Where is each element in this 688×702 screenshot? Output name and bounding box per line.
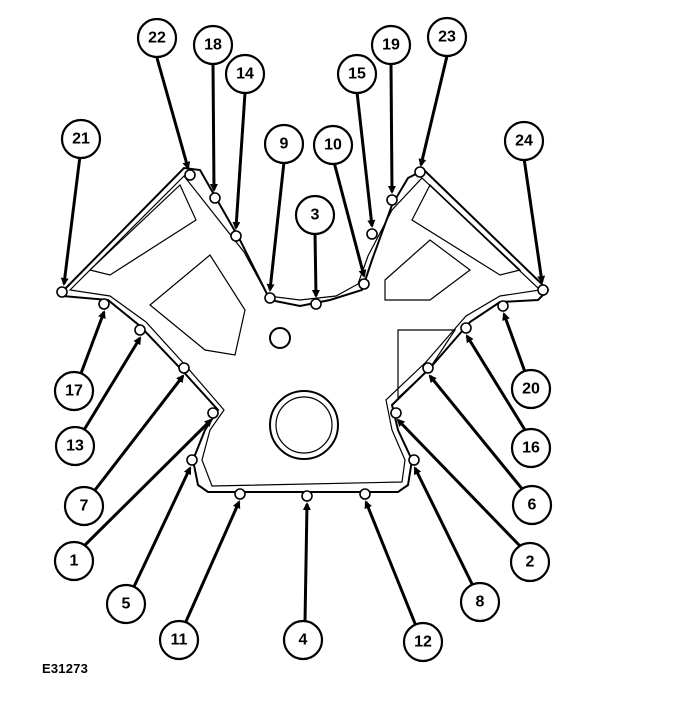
callout-15-label: 15 bbox=[348, 66, 366, 83]
callout-7-label: 7 bbox=[80, 498, 89, 515]
callout-16-label: 16 bbox=[522, 440, 540, 457]
callout-21: 21 bbox=[60, 118, 102, 160]
callout-15: 15 bbox=[336, 53, 378, 95]
callout-4: 4 bbox=[282, 619, 324, 661]
callout-19: 19 bbox=[370, 24, 412, 66]
callout-14-label: 14 bbox=[236, 66, 254, 83]
callout-6: 6 bbox=[511, 484, 553, 526]
callout-14: 14 bbox=[224, 53, 266, 95]
callout-8: 8 bbox=[459, 581, 501, 623]
callout-2-label: 2 bbox=[526, 554, 535, 571]
callout-2: 2 bbox=[509, 541, 551, 583]
callout-1-label: 1 bbox=[70, 553, 79, 570]
callout-12-label: 12 bbox=[414, 634, 432, 651]
callout-1: 1 bbox=[53, 540, 95, 582]
callout-17-label: 17 bbox=[65, 383, 83, 400]
callout-11: 11 bbox=[158, 619, 200, 661]
bolt-locations bbox=[56, 166, 549, 502]
callout-20-label: 20 bbox=[522, 381, 540, 398]
callout-19-label: 19 bbox=[382, 37, 400, 54]
callout-3: 3 bbox=[294, 194, 336, 236]
callout-13: 13 bbox=[54, 425, 96, 467]
callout-9-label: 9 bbox=[280, 136, 289, 153]
callout-24-label: 24 bbox=[515, 133, 533, 150]
callout-23-label: 23 bbox=[438, 29, 456, 46]
callout-9: 9 bbox=[263, 123, 305, 165]
callout-3-label: 3 bbox=[311, 207, 320, 224]
leader-lines bbox=[60, 55, 546, 627]
callout-4-label: 4 bbox=[299, 632, 308, 649]
callout-7: 7 bbox=[63, 485, 105, 527]
callout-5-label: 5 bbox=[122, 596, 131, 613]
callout-13-label: 13 bbox=[66, 438, 84, 455]
callout-23: 23 bbox=[426, 16, 468, 58]
callout-18-label: 18 bbox=[204, 37, 222, 54]
callout-21-label: 21 bbox=[72, 131, 90, 148]
callout-8-label: 8 bbox=[476, 594, 485, 611]
callout-16: 16 bbox=[510, 427, 552, 469]
callout-12: 12 bbox=[402, 621, 444, 663]
callout-5: 5 bbox=[105, 583, 147, 625]
callout-24: 24 bbox=[503, 120, 545, 162]
callout-6-label: 6 bbox=[528, 497, 537, 514]
callout-22: 22 bbox=[136, 17, 178, 59]
callout-20: 20 bbox=[510, 368, 552, 410]
callout-22-label: 22 bbox=[148, 30, 166, 47]
callout-10: 10 bbox=[312, 124, 354, 166]
callout-17: 17 bbox=[53, 370, 95, 412]
callout-18: 18 bbox=[192, 24, 234, 66]
callout-11-label: 11 bbox=[171, 632, 188, 649]
callout-10-label: 10 bbox=[324, 137, 342, 154]
figure-reference-code: E31273 bbox=[42, 661, 89, 676]
